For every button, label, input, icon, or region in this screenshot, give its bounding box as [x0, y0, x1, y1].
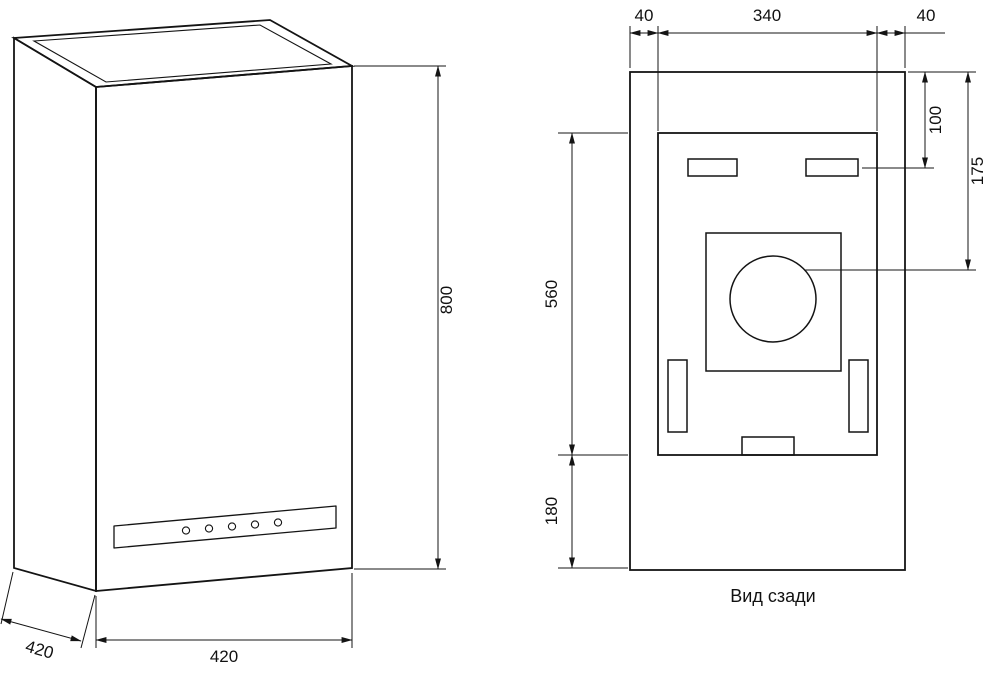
control-buttons: [181, 518, 283, 535]
dim-label-40-left: 40: [635, 6, 654, 25]
side-slot-right: [848, 359, 869, 433]
motor-housing: [705, 232, 842, 372]
control-button-5: [273, 518, 283, 527]
extension-line: [0, 571, 14, 625]
isometric-view: [11, 19, 356, 593]
dim-label-height-800: 800: [437, 286, 456, 314]
cabinet-front-face: [95, 65, 353, 592]
dim-label-40-right: 40: [917, 6, 936, 25]
cabinet-side-face: [13, 36, 97, 593]
control-button-4: [250, 520, 260, 529]
rear-view-caption: Вид сзади: [730, 586, 815, 606]
rear-view-dimensions: 40 340 40 100 175 560 180: [542, 6, 987, 569]
rear-view: [629, 71, 906, 571]
isometric-dimensions: 800 420 420: [0, 65, 456, 666]
dim-label-depth-420: 420: [23, 637, 56, 663]
dim-label-560: 560: [542, 280, 561, 308]
mounting-slot-top-right: [805, 158, 859, 177]
bottom-tab: [741, 436, 795, 456]
dim-label-340: 340: [753, 6, 781, 25]
mounting-plate: [657, 132, 878, 456]
control-button-3: [227, 522, 237, 531]
dim-label-175: 175: [968, 157, 987, 185]
mounting-slot-top-left: [687, 158, 738, 177]
rear-panel-outline: [629, 71, 906, 571]
extension-line: [80, 594, 96, 649]
dim-label-180: 180: [542, 497, 561, 525]
cabinet-top-opening: [32, 24, 333, 83]
fan-outlet-circle: [729, 255, 817, 343]
side-slot-left: [667, 359, 688, 433]
control-button-1: [181, 526, 191, 535]
control-panel: [113, 505, 337, 549]
dim-label-100: 100: [926, 106, 945, 134]
control-button-2: [204, 524, 214, 533]
dimension-line-depth: [0, 618, 82, 642]
dim-label-width-420: 420: [210, 647, 238, 666]
